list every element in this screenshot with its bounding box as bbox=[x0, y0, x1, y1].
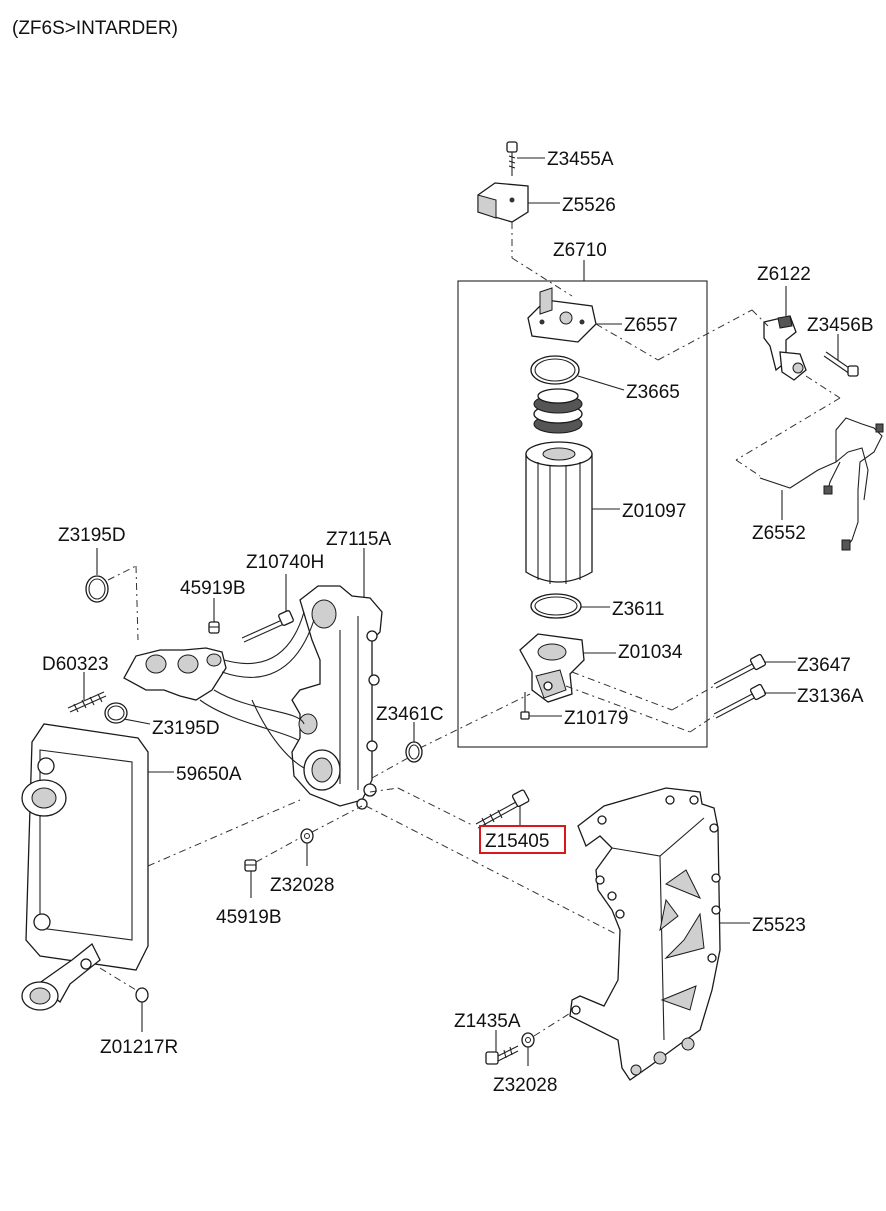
bolt-z1435a[interactable] bbox=[485, 1045, 519, 1065]
bolt-z15405[interactable] bbox=[475, 789, 530, 829]
axis-z3195d-top bbox=[107, 565, 137, 581]
label-59650a[interactable]: 59650A bbox=[176, 764, 242, 785]
label-z32028-bottom[interactable]: Z32028 bbox=[493, 1075, 557, 1096]
label-z6552[interactable]: Z6552 bbox=[752, 523, 806, 544]
bracket-z5523[interactable] bbox=[569, 787, 721, 1081]
oil-cooler-59650a[interactable] bbox=[21, 723, 149, 1011]
label-z6122[interactable]: Z6122 bbox=[757, 264, 811, 285]
label-z5526[interactable]: Z5526 bbox=[562, 195, 616, 216]
label-z7115a[interactable]: Z7115A bbox=[326, 529, 391, 550]
axis-cooler bbox=[147, 799, 301, 867]
o-ring-z3611-inner bbox=[534, 596, 578, 616]
nut-45919b-bottom[interactable] bbox=[244, 859, 257, 872]
filter-disc-stack bbox=[533, 388, 583, 434]
label-z6557[interactable]: Z6557 bbox=[624, 315, 678, 336]
axis-z15405 bbox=[369, 787, 399, 793]
filter-housing-z01034[interactable] bbox=[519, 633, 585, 703]
label-z3665[interactable]: Z3665 bbox=[626, 382, 680, 403]
label-45919b-top[interactable]: 45919B bbox=[180, 578, 246, 599]
label-z1435a[interactable]: Z1435A bbox=[454, 1011, 521, 1032]
label-z3195d-bottom[interactable]: Z3195D bbox=[152, 718, 220, 739]
axis-z01217r bbox=[99, 967, 137, 991]
bracket-z7115a[interactable] bbox=[291, 585, 383, 810]
axis-z5526-to-cap bbox=[511, 257, 573, 297]
axis-45919b-bottom bbox=[255, 837, 301, 863]
bolt-z3136a[interactable] bbox=[713, 683, 767, 719]
label-z6710[interactable]: Z6710 bbox=[553, 240, 607, 261]
axis-z3195d-top-b bbox=[135, 565, 139, 641]
bolt-z3647[interactable] bbox=[713, 653, 767, 689]
label-z01097[interactable]: Z01097 bbox=[622, 501, 686, 522]
filter-cap-z6557[interactable] bbox=[527, 287, 597, 343]
o-ring-z3665[interactable] bbox=[530, 355, 580, 385]
label-z5523[interactable]: Z5523 bbox=[752, 915, 806, 936]
axis-z3647-b bbox=[671, 685, 715, 711]
label-z3136a[interactable]: Z3136A bbox=[797, 686, 864, 707]
axis-z3461c-b bbox=[419, 693, 531, 749]
axis-harness-b bbox=[735, 459, 761, 477]
label-z01034[interactable]: Z01034 bbox=[618, 642, 683, 663]
label-z01217r[interactable]: Z01217R bbox=[100, 1037, 178, 1058]
highlight-box-z15405 bbox=[479, 825, 566, 854]
oil-pipe-assembly[interactable] bbox=[123, 611, 315, 769]
axis-z1435a bbox=[533, 1011, 573, 1037]
bracket-z5526[interactable] bbox=[477, 182, 529, 223]
label-z3611[interactable]: Z3611 bbox=[612, 599, 664, 620]
axis-z15405-b bbox=[397, 787, 475, 827]
axis-sensor bbox=[657, 309, 753, 361]
axis-harness bbox=[735, 397, 841, 461]
label-z10179[interactable]: Z10179 bbox=[564, 708, 628, 729]
filter-element-z01097[interactable] bbox=[525, 441, 593, 584]
label-d60323[interactable]: D60323 bbox=[42, 654, 109, 675]
axis-z3461c bbox=[371, 757, 409, 779]
axis-sensor-b bbox=[751, 309, 769, 327]
screw-z10179[interactable] bbox=[520, 692, 530, 720]
label-z3455a[interactable]: Z3455A bbox=[547, 149, 614, 170]
leader-z3195d-bottom bbox=[123, 718, 151, 725]
label-z3195d-top[interactable]: Z3195D bbox=[58, 525, 126, 546]
wire-harness-z6552[interactable] bbox=[759, 417, 884, 551]
o-ring-z3195d-top-inner bbox=[88, 578, 106, 600]
axis-z3647 bbox=[571, 671, 673, 711]
sensor-z6122[interactable] bbox=[763, 315, 807, 381]
axis-z6557-sensor bbox=[595, 323, 659, 361]
nut-45919b-top[interactable] bbox=[208, 621, 220, 634]
diagram-title: (ZF6S>INTARDER) bbox=[12, 18, 178, 39]
axis-bracket bbox=[365, 805, 617, 935]
o-ring-z01217r[interactable] bbox=[135, 987, 149, 1003]
label-z3456b[interactable]: Z3456B bbox=[807, 315, 874, 336]
washer-z32028-mid-hole bbox=[304, 833, 310, 839]
bolt-z3455a[interactable] bbox=[506, 141, 518, 176]
washer-z32028-bottom-hole bbox=[525, 1037, 531, 1043]
leader-z3665 bbox=[577, 375, 625, 391]
axis-sensor-harness bbox=[805, 375, 841, 399]
label-z32028-mid[interactable]: Z32028 bbox=[270, 875, 334, 896]
filter-assembly-frame bbox=[457, 280, 708, 748]
bolt-z10740h[interactable] bbox=[241, 610, 294, 643]
axis-z3136a bbox=[565, 685, 691, 733]
axis-z3136a-b bbox=[689, 715, 715, 733]
washer-z3461c-inner bbox=[408, 744, 420, 760]
stud-d60323[interactable] bbox=[67, 691, 107, 713]
label-z3461c[interactable]: Z3461C bbox=[376, 704, 444, 725]
label-z15405[interactable]: Z15405 bbox=[485, 831, 549, 852]
label-z10740h[interactable]: Z10740H bbox=[246, 552, 324, 573]
o-ring-z3611[interactable] bbox=[530, 593, 582, 619]
o-ring-z3195d-bottom-inner bbox=[107, 705, 125, 721]
bolt-z3456b[interactable] bbox=[823, 351, 859, 377]
label-z3647[interactable]: Z3647 bbox=[797, 655, 851, 676]
o-ring-z3665-inner bbox=[534, 358, 576, 382]
axis-45919b-bottom-b bbox=[311, 805, 363, 833]
label-45919b-bottom[interactable]: 45919B bbox=[216, 907, 282, 928]
